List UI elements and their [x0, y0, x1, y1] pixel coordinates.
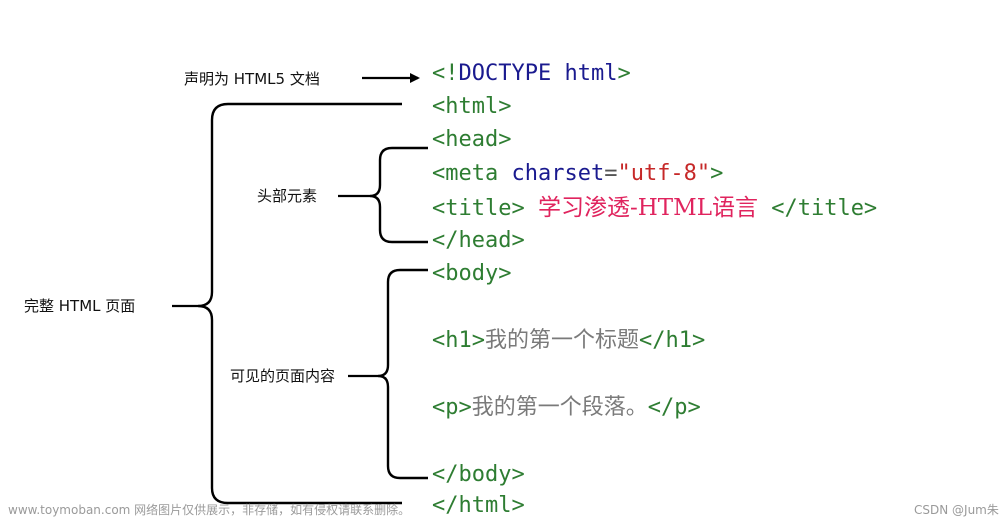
meta-value: "utf-8" [617, 161, 711, 186]
title-open: <title> [432, 196, 525, 221]
meta-attribute: charset [511, 161, 605, 186]
doctype-note-label: 声明为 HTML5 文档 [184, 70, 320, 88]
code-line-head-close: </head> [432, 228, 525, 253]
meta-equals: = [604, 161, 618, 186]
full-page-label: 完整 HTML 页面 [24, 297, 136, 315]
credit-text: CSDN @Jum朱 [914, 503, 999, 517]
head-group-label: 头部元素 [257, 187, 318, 205]
head-bracket [369, 146, 428, 244]
p-open: <p> [432, 395, 472, 420]
doctype-open: <! [432, 61, 459, 86]
meta-keyword: meta [445, 161, 499, 186]
title-close: </title> [771, 196, 878, 221]
p-text: 我的第一个段落。 [471, 395, 648, 420]
code-line-meta: <meta charset="utf-8"> [432, 161, 723, 187]
h1-text: 我的第一个标题 [484, 328, 639, 353]
code-line-h1: <h1>我的第一个标题</h1> [432, 328, 705, 354]
body-bracket [377, 268, 428, 480]
h1-close: </h1> [639, 328, 706, 353]
title-text: 学习渗透-HTML语言 [537, 195, 758, 221]
code-line-html-open: <html> [432, 94, 512, 119]
visible-content-label: 可见的页面内容 [230, 367, 336, 385]
watermark-text: www.toymoban.com 网络图片仅供展示，非存储，如有侵权请联系删除。 [8, 503, 411, 517]
h1-open: <h1> [432, 328, 485, 353]
doctype-html: html [564, 61, 618, 86]
code-line-p: <p>我的第一个段落。</p> [432, 395, 701, 421]
code-line-head-open: <head> [432, 127, 512, 152]
doctype-keyword: DOCTYPE [458, 61, 552, 86]
doctype-close: > [617, 61, 631, 86]
meta-close: > [710, 161, 724, 186]
code-line-html-close: </html> [432, 493, 525, 518]
code-line-doctype: <!DOCTYPE html> [432, 61, 631, 87]
code-line-title: <title> 学习渗透-HTML语言 </title> [432, 195, 877, 222]
full-page-bracket [197, 102, 402, 505]
code-line-body-open: <body> [432, 261, 512, 286]
p-close: </p> [647, 395, 701, 420]
code-line-body-close: </body> [432, 462, 525, 487]
meta-open: < [432, 161, 446, 186]
